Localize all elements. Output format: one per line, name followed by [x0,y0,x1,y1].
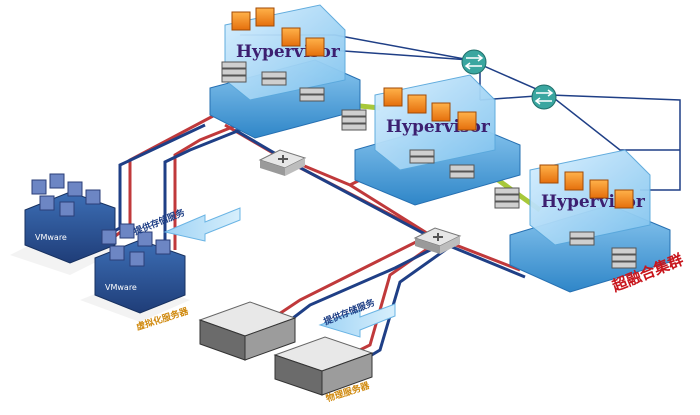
hypervisor-node-3: Hypervisor [494,149,671,293]
app-os-stack [383,87,477,131]
router-icon [531,84,557,110]
app-os-stack [539,164,634,209]
storage-service-arrow-bottom [318,303,396,338]
network-switch-lower [413,227,462,254]
network-switch-upper [258,149,307,176]
vmware-label: VMware [35,233,67,242]
ssd-disks [221,61,325,102]
vmware-label: VMware [105,283,137,292]
virtualization-server-1: VMware [10,173,120,275]
hypervisor-node-1: Hypervisor [209,4,361,139]
physical-server-1 [198,301,297,361]
virtualization-server-2: VMware [80,223,190,322]
storage-service-arrow-left [163,207,241,242]
hypervisor-node-2: Hypervisor [341,74,521,206]
app-os-stack [231,7,325,57]
ssd-disks [494,187,637,269]
ssd-disks [341,109,475,179]
physical-server-2 [273,336,374,396]
router-icon [461,49,487,75]
